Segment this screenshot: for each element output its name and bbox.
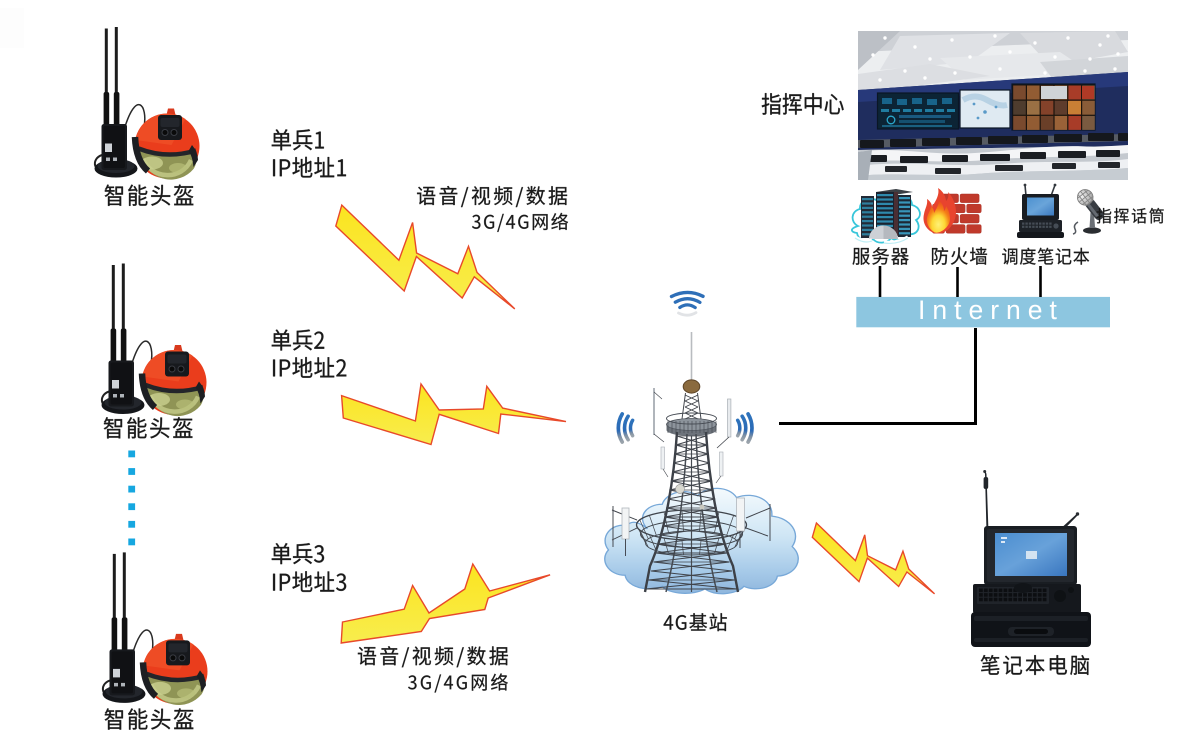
svg-text:Internet: Internet: [918, 295, 1064, 325]
